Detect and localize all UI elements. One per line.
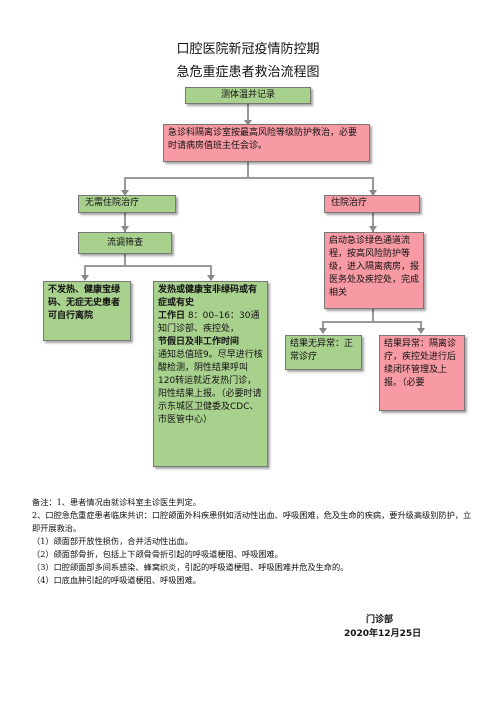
epidemiology-screening-box: 流调筛查 xyxy=(78,232,172,254)
connector-line xyxy=(372,212,374,232)
connector-line xyxy=(124,177,374,179)
arrow-down-icon xyxy=(369,190,377,196)
note-line: （3）口腔颌面部多间系感染、蜂窝织炎，引起的呼吸道梗阻、呼吸困难并危及生命的。 xyxy=(32,562,349,572)
connector-line xyxy=(210,265,212,280)
holiday-label: 节假日及非工作时间 xyxy=(158,337,240,347)
connector-line xyxy=(124,253,126,266)
connector-line xyxy=(247,103,249,125)
holiday-text: 通知总值班9。尽早进行核酸检测，阴性结果呼叫120转运就近发热门诊，阳性结果上报… xyxy=(158,350,263,425)
arrow-down-icon xyxy=(81,275,89,281)
note-line: （1）颌面部开放性损伤，合并活动性出血。 xyxy=(32,536,193,546)
arrow-down-icon xyxy=(207,275,215,281)
notes-section: 备注：1、患者情况由就诊科室主诊医生判定。 2、口腔急危重症患者临床共识：口腔颌… xyxy=(32,496,476,587)
connector-line xyxy=(84,265,86,280)
connector-line xyxy=(124,212,126,232)
connector-line xyxy=(124,177,126,196)
signature-dept: 门诊部 xyxy=(366,615,394,625)
green-channel-box: 启动急诊绿色通道流程，按高风险防护等级，进入隔离病房，报医务处及疾控处，完成相关 xyxy=(324,232,424,309)
workday-label: 工作日 xyxy=(158,311,186,321)
note-line: 备注：1、患者情况由就诊科室主诊医生判定。 xyxy=(32,497,201,507)
no-hospitalization-box: 无需住院治疗 xyxy=(78,195,176,213)
fever-handling-box: 发热或健康宝非绿码或有症或有史 工作日 8：00–16：30通知门诊部、疾控处，… xyxy=(153,281,268,467)
result-abnormal-box: 结果异常：隔离诊疗，疾控处进行后续闭环管理及上报。（必要 xyxy=(379,335,465,411)
note-line: 2、口腔急危重症患者临床共识：口腔颌面外科疾患例如活动性出血、呼吸困难，危及生命… xyxy=(32,510,472,533)
note-line: （4）口底血肿引起的呼吸道梗阻、呼吸困难。 xyxy=(32,575,201,585)
result-normal-box: 结果无异常：正常诊疗 xyxy=(285,335,362,370)
hospitalization-box: 住院治疗 xyxy=(324,195,420,213)
workday-line: 工作日 8：00–16：30通知门诊部、疾控处， xyxy=(158,310,263,336)
connector-line xyxy=(372,308,374,322)
isolation-treatment-box: 急诊科隔离诊室按最高风险等级防护救治，必要时请病房值班主任会诊。 xyxy=(163,124,370,162)
connector-line xyxy=(372,177,374,196)
no-fever-discharge-box: 不发热、健康宝绿码、无症无史患者可自行离院 xyxy=(43,281,131,341)
connector-line xyxy=(420,321,422,333)
workday-text: 8：00–16：30通知门诊部、疾控处， xyxy=(158,311,260,334)
measure-temperature-box: 测体温并记录 xyxy=(185,87,311,104)
connector-line xyxy=(247,161,249,179)
arrow-down-icon xyxy=(121,190,129,196)
connector-line xyxy=(84,265,212,267)
arrow-down-icon xyxy=(121,226,129,232)
title-line2: 急危重症患者救治流程图 xyxy=(176,65,320,80)
arrow-down-icon xyxy=(417,328,425,334)
title-line1: 口腔医院新冠疫情防控期 xyxy=(176,42,320,57)
signature-date: 2020年12月25日 xyxy=(344,629,422,639)
fever-box-title: 发热或健康宝非绿码或有症或有史 xyxy=(158,285,258,308)
arrow-down-icon xyxy=(319,328,327,334)
note-line: （2）颌面部骨折，包括上下颌骨骨折引起的呼吸道梗阻、呼吸困难。 xyxy=(32,549,283,559)
arrow-down-icon xyxy=(369,226,377,232)
connector-line xyxy=(322,321,324,333)
connector-line xyxy=(322,321,422,323)
arrow-down-icon xyxy=(244,120,252,126)
